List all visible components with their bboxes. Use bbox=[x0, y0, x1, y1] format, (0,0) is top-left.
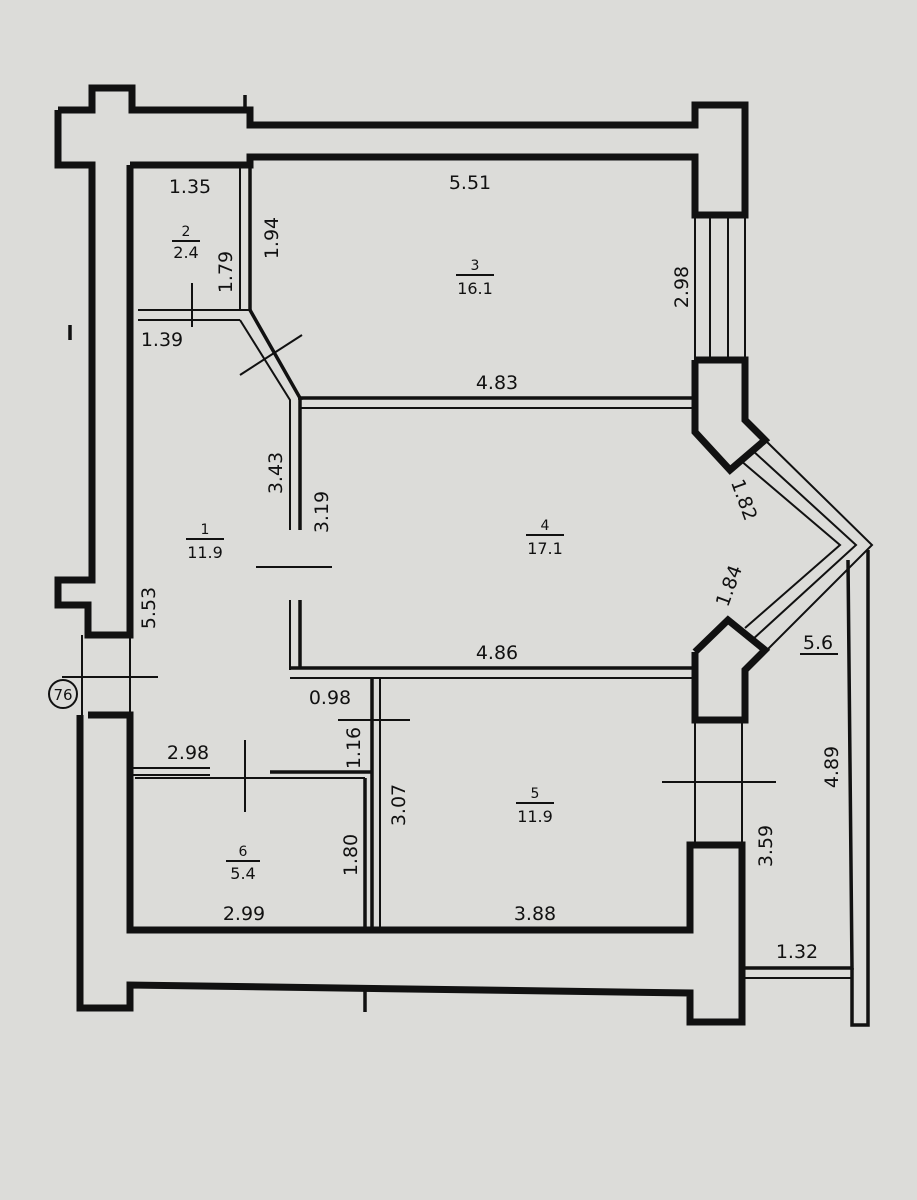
dim-1-16: 1.16 bbox=[343, 727, 365, 769]
dim-2-98-window: 2.98 bbox=[671, 266, 693, 308]
door-marks bbox=[62, 95, 776, 1012]
partitions bbox=[130, 165, 695, 930]
room-3-label: 3 16.1 bbox=[456, 258, 494, 298]
dim-0-98: 0.98 bbox=[309, 687, 351, 709]
svg-text:2: 2 bbox=[182, 224, 191, 240]
axis-marker: 76 bbox=[48, 679, 78, 709]
walls bbox=[54, 84, 874, 1027]
room-5-label: 5 11.9 bbox=[516, 786, 554, 826]
svg-text:76: 76 bbox=[53, 686, 72, 704]
dim-4-86: 4.86 bbox=[476, 642, 518, 664]
dim-4-83: 4.83 bbox=[476, 372, 518, 394]
room-4-label: 4 17.1 bbox=[526, 518, 564, 558]
dim-3-59: 3.59 bbox=[755, 825, 777, 867]
svg-text:17.1: 17.1 bbox=[527, 539, 563, 558]
room-6-label: 6 5.4 bbox=[226, 844, 260, 883]
dim-5-51: 5.51 bbox=[449, 172, 491, 194]
dim-5-53: 5.53 bbox=[138, 587, 160, 629]
dim-1-39: 1.39 bbox=[141, 329, 183, 351]
dim-1-79: 1.79 bbox=[215, 251, 237, 293]
room-labels: 2 2.4 3 16.1 1 11.9 4 17.1 5 11.9 6 5.4 bbox=[172, 224, 564, 883]
svg-text:11.9: 11.9 bbox=[187, 543, 223, 562]
dim-5-6: 5.6 bbox=[803, 632, 833, 654]
svg-text:5: 5 bbox=[531, 786, 540, 802]
left-outer-wall-upper bbox=[54, 110, 134, 639]
svg-text:6: 6 bbox=[239, 844, 248, 860]
dim-1-84: 1.84 bbox=[712, 562, 747, 609]
window-block-lower bbox=[691, 615, 771, 724]
dim-1-82: 1.82 bbox=[726, 476, 761, 523]
dim-2-99: 2.99 bbox=[223, 903, 265, 925]
svg-text:5.4: 5.4 bbox=[230, 864, 255, 883]
dim-1-35: 1.35 bbox=[169, 176, 211, 198]
top-outer-wall bbox=[58, 84, 749, 219]
dim-1-80: 1.80 bbox=[340, 834, 362, 876]
left-outer-wall-lower bbox=[76, 711, 746, 1026]
room-1-label: 1 11.9 bbox=[186, 522, 224, 562]
dim-1-94: 1.94 bbox=[261, 217, 283, 259]
dim-4-89: 4.89 bbox=[821, 746, 843, 788]
svg-text:16.1: 16.1 bbox=[457, 279, 493, 298]
room3-top-wall bbox=[130, 153, 699, 215]
room-2-label: 2 2.4 bbox=[172, 224, 200, 262]
dim-1-32: 1.32 bbox=[776, 941, 818, 963]
dim-3-07: 3.07 bbox=[388, 784, 410, 826]
dimension-labels: 1.35 5.51 1.94 1.79 2.98 1.39 4.83 3.43 … bbox=[138, 172, 843, 963]
svg-text:11.9: 11.9 bbox=[517, 807, 553, 826]
dim-2-98-room6: 2.98 bbox=[167, 742, 209, 764]
dim-3-43: 3.43 bbox=[265, 452, 287, 494]
svg-text:1: 1 bbox=[201, 522, 210, 538]
svg-text:4: 4 bbox=[541, 518, 550, 534]
svg-text:3: 3 bbox=[471, 258, 480, 274]
svg-text:2.4: 2.4 bbox=[173, 243, 198, 262]
dim-3-19: 3.19 bbox=[311, 491, 333, 533]
dim-3-88: 3.88 bbox=[514, 903, 556, 925]
